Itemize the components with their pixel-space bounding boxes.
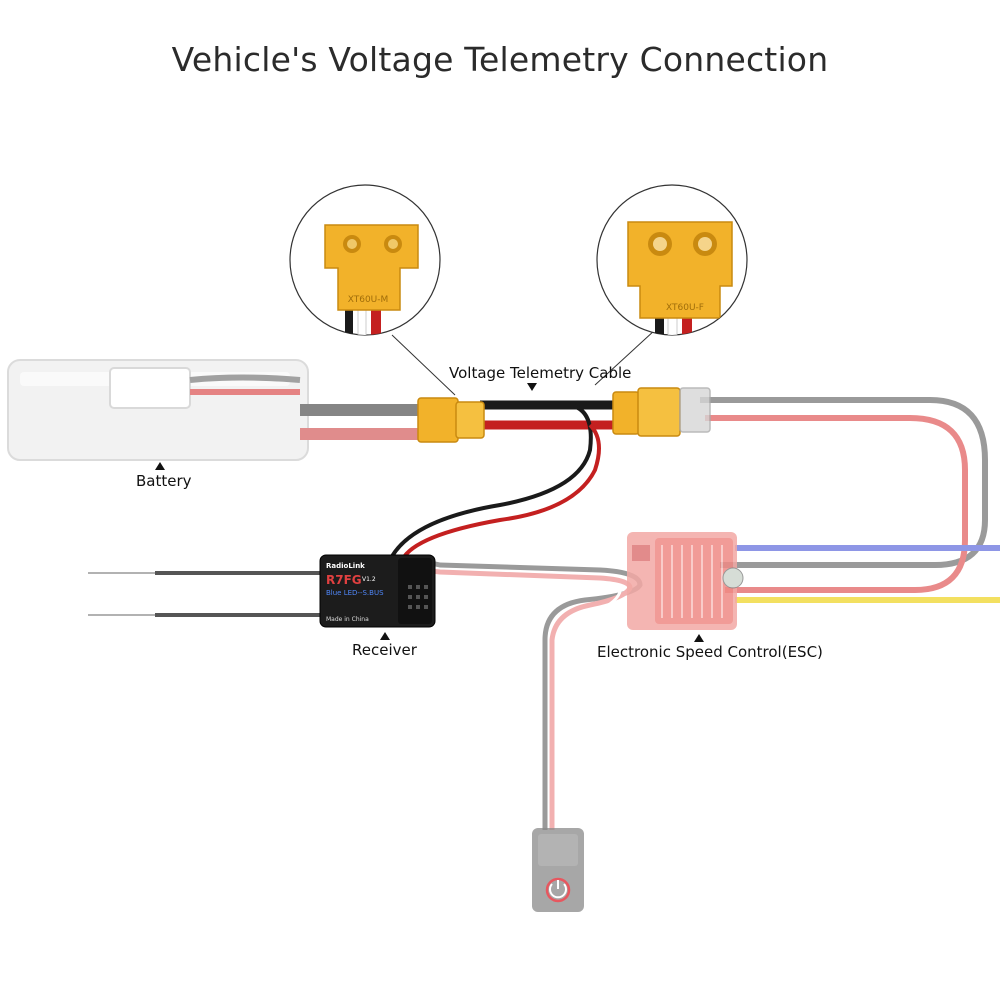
receiver-antennas [88, 571, 322, 617]
esc-label: Electronic Speed Control(ESC) [597, 643, 823, 661]
xt60-male-connector [417, 397, 485, 443]
power-switch [532, 828, 584, 912]
receiver-label: Receiver [352, 641, 417, 659]
telemetry-cable-wires [388, 400, 615, 562]
power-icon [545, 877, 571, 903]
xt60-female-connector [612, 387, 711, 437]
receiver-led-text: Blue LED--S.BUS [326, 589, 384, 597]
receiver-esc-cable [408, 560, 643, 830]
xt60-male-text: XT60U-M [348, 295, 389, 305]
battery-label: Battery [136, 472, 192, 490]
receiver-brand-text: RadioLink [326, 562, 365, 570]
battery [7, 359, 420, 461]
zoom-female-connector: XT60U-F [596, 184, 748, 336]
label-pointers [155, 383, 704, 642]
esc-output-wires [700, 397, 1000, 603]
esc [627, 532, 744, 630]
cable-label: Voltage Telemetry Cable [449, 364, 632, 382]
receiver: RadioLink R7FG V1.2 Blue LED--S.BUS Made… [319, 554, 436, 628]
diagram-title: Vehicle's Voltage Telemetry Connection [171, 40, 829, 79]
receiver-made-in-text: Made in China [326, 616, 369, 623]
receiver-version-text: V1.2 [362, 576, 376, 583]
receiver-model-text: R7FG [326, 573, 362, 587]
xt60-female-text: XT60U-F [666, 303, 704, 313]
zoom-male-connector: XT60U-M [289, 184, 656, 396]
